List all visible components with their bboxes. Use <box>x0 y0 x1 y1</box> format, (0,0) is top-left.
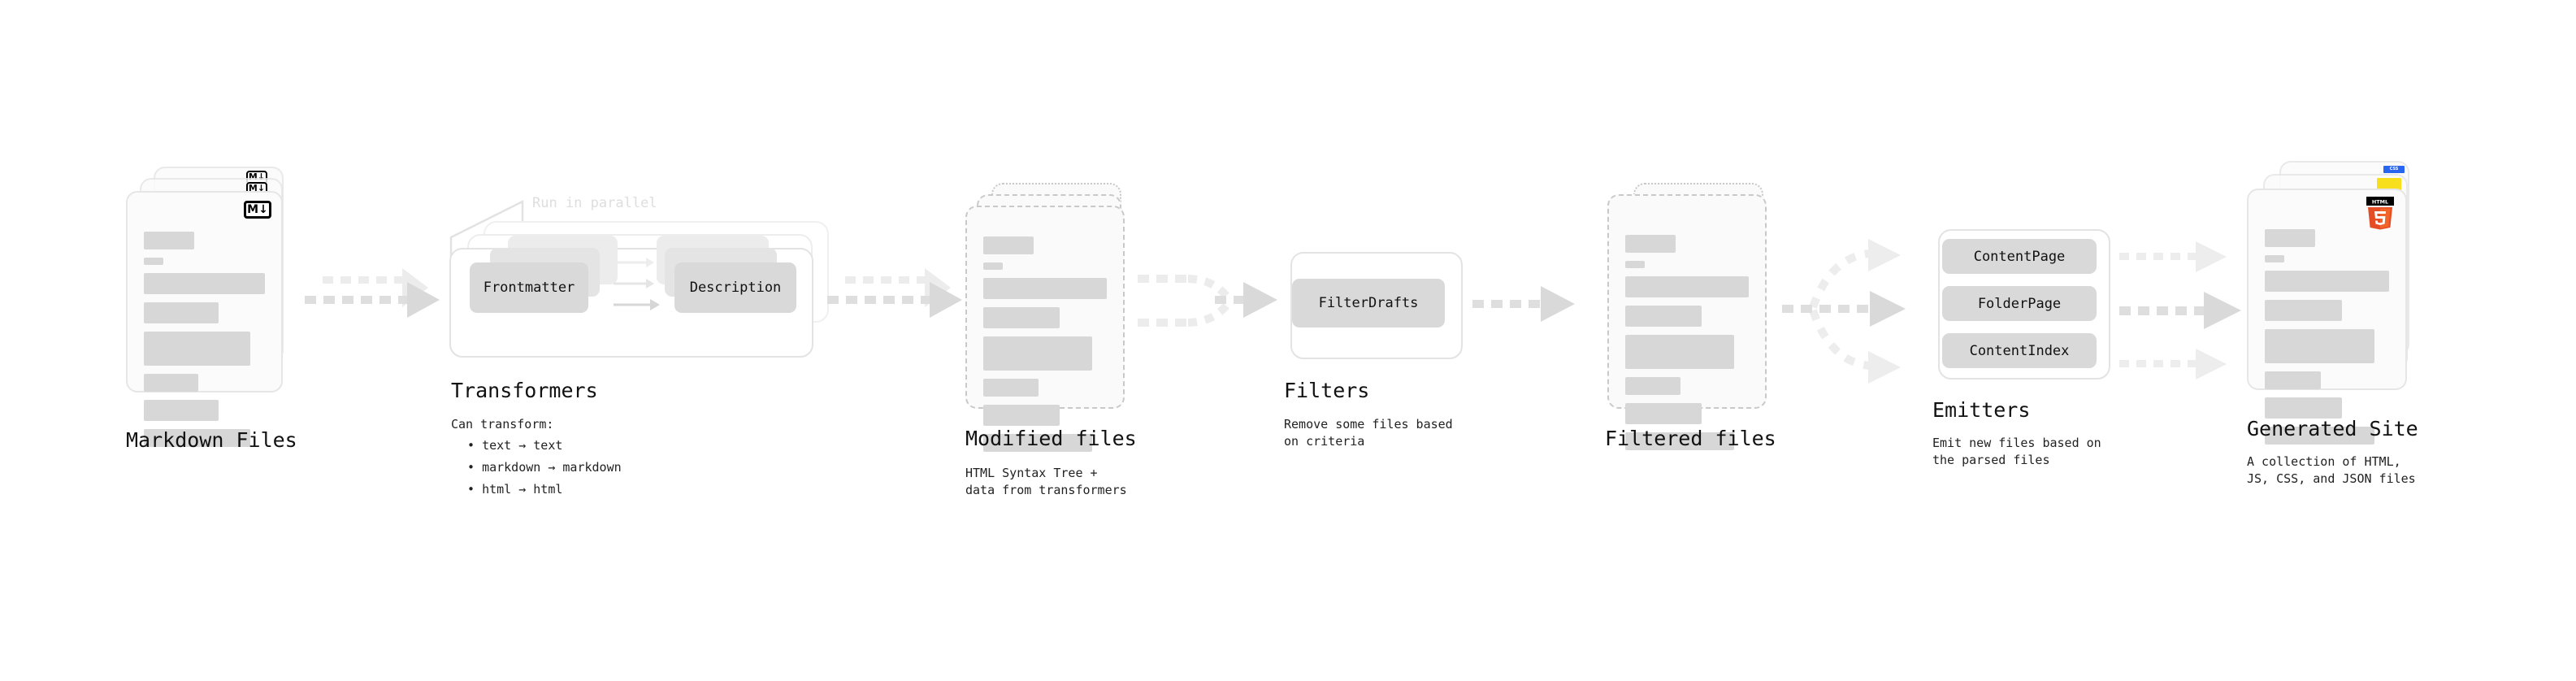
stage-title-generated-site: Generated Site <box>2247 417 2418 440</box>
run-in-parallel-bracket <box>449 199 524 267</box>
run-in-parallel-label: Run in parallel <box>532 195 657 211</box>
skeleton-bar <box>983 434 1092 452</box>
html5-icon: HTML <box>2366 197 2394 230</box>
skeleton-bar <box>1625 377 1681 395</box>
pill-label: ContentPage <box>1973 248 2066 265</box>
bullet-text: text → text <box>482 438 563 453</box>
skeleton-bar <box>144 273 265 294</box>
skeleton-bar <box>983 236 1034 254</box>
bullet-text: html → html <box>482 482 563 497</box>
emitter-pill-folderpage[interactable]: FolderPage <box>1942 286 2097 321</box>
skeleton-bar <box>1625 335 1734 369</box>
skeleton-bar <box>144 429 251 447</box>
skeleton-bar <box>1625 261 1645 268</box>
skeleton-bar <box>144 302 219 323</box>
markdown-files-stack: M↓ M↓ M↓ <box>126 167 301 447</box>
skeleton-bar <box>144 374 199 392</box>
skeleton-bar <box>983 405 1060 426</box>
stage-title-filtered-files: Filtered files <box>1605 427 1776 450</box>
site-card-skeleton <box>2265 229 2389 453</box>
transformer-pill-description[interactable]: Description <box>674 262 796 313</box>
markdown-card-front: M↓ <box>126 191 283 447</box>
emitter-pill-contentindex[interactable]: ContentIndex <box>1942 333 2097 368</box>
arrow-emitters-to-site <box>2119 241 2241 380</box>
markdown-card-skeleton <box>144 232 265 455</box>
modified-card-skeleton <box>983 236 1107 460</box>
skeleton-bar <box>1625 235 1676 253</box>
markdown-icon: M↓ <box>244 201 271 219</box>
skeleton-bar <box>983 336 1092 371</box>
svg-text:HTML: HTML <box>2372 198 2388 205</box>
stage-subtitle-transformers: Can transform: <box>451 417 554 432</box>
filter-pill-filterdrafts[interactable]: FilterDrafts <box>1292 279 1445 327</box>
skeleton-bar <box>144 232 194 249</box>
pill-label: FilterDrafts <box>1318 295 1419 311</box>
skeleton-bar <box>1625 276 1749 297</box>
stage-title-emitters: Emitters <box>1932 398 2031 422</box>
arrow-filtered-to-emitters-fanout <box>1782 239 1906 384</box>
emitter-pill-contentpage[interactable]: ContentPage <box>1942 239 2097 274</box>
skeleton-bar <box>983 278 1107 299</box>
bullet-text: markdown → markdown <box>482 460 622 475</box>
skeleton-bar <box>2265 229 2315 247</box>
pill-label: Description <box>689 280 782 296</box>
pill-label: FolderPage <box>1977 295 2062 312</box>
list-item: • text → text <box>467 438 563 453</box>
arrow-filters-to-filtered <box>1472 286 1575 322</box>
stage-title-filters: Filters <box>1284 379 1370 402</box>
stage-title-transformers: Transformers <box>451 379 598 402</box>
modified-card-front <box>965 206 1125 452</box>
filtered-card-front <box>1607 194 1767 450</box>
arrow-markdown-to-transformers <box>305 268 440 318</box>
stage-subtitle-emitters: Emit new files based on the parsed files <box>1932 436 2101 467</box>
skeleton-bar <box>2265 427 2374 445</box>
skeleton-bar <box>2265 371 2321 389</box>
js-icon <box>2377 178 2401 191</box>
stage-subtitle-filters: Remove some files based on criteria <box>1284 417 1453 449</box>
transformer-pill-frontmatter[interactable]: Frontmatter <box>470 262 588 313</box>
skeleton-bar <box>2265 300 2342 321</box>
filtered-card-skeleton <box>1625 235 1749 458</box>
arrow-transformers-to-modified <box>827 268 962 318</box>
skeleton-bar <box>2265 397 2342 419</box>
skeleton-bar <box>983 262 1003 270</box>
stage-title-modified-files: Modified files <box>965 427 1137 450</box>
stage-subtitle-generated-site: A collection of HTML, JS, CSS, and JSON … <box>2247 454 2416 486</box>
stage-title-markdown-files: Markdown Files <box>126 428 297 452</box>
list-item: • markdown → markdown <box>467 460 622 475</box>
site-card-front: HTML <box>2247 189 2407 445</box>
pill-label: ContentIndex <box>1969 342 2070 359</box>
skeleton-bar <box>1625 403 1702 424</box>
pill-label: Frontmatter <box>483 280 575 296</box>
css-icon: CSS <box>2383 166 2405 173</box>
transformers-bullet-list: • text → text • markdown → markdown • ht… <box>467 435 622 501</box>
list-item: • html → html <box>467 482 563 497</box>
skeleton-bar <box>983 379 1039 397</box>
stage-subtitle-modified-files: HTML Syntax Tree + data from transformer… <box>965 466 1127 497</box>
skeleton-bar <box>1625 432 1734 450</box>
skeleton-bar <box>2265 271 2389 292</box>
skeleton-bar <box>144 332 251 366</box>
skeleton-bar <box>983 307 1060 328</box>
skeleton-bar <box>2265 255 2284 262</box>
skeleton-bar <box>2265 329 2374 363</box>
skeleton-bar <box>144 258 163 265</box>
skeleton-bar <box>1625 306 1702 327</box>
skeleton-bar <box>144 400 219 421</box>
arrow-modified-to-filters <box>1138 275 1277 327</box>
transformer-inner-arrows <box>614 258 660 310</box>
